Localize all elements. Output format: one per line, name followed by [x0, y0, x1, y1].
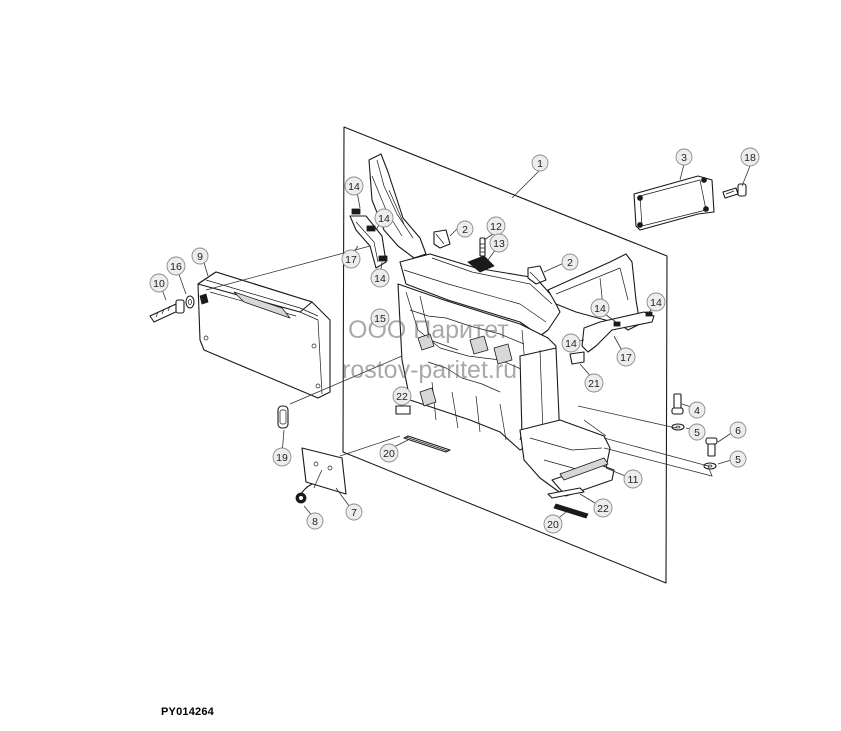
svg-text:5: 5 [694, 427, 700, 439]
part-22-tab-right [547, 487, 585, 499]
part-5-washer-upper [671, 423, 685, 431]
svg-text:13: 13 [493, 238, 505, 250]
part-22-tab-left [395, 405, 411, 415]
svg-text:14: 14 [565, 338, 577, 350]
svg-text:19: 19 [276, 452, 288, 464]
callout-5-upper[interactable]: 5 [688, 423, 706, 441]
part-3-plate [633, 175, 715, 231]
part-20-strip-left [403, 435, 451, 453]
svg-text:12: 12 [490, 221, 502, 233]
svg-text:8: 8 [312, 516, 318, 528]
part-10-bolt [149, 299, 185, 323]
svg-text:20: 20 [547, 519, 559, 531]
callout-1[interactable]: 1 [531, 154, 549, 172]
part-5-washer-lower [703, 462, 717, 470]
svg-text:9: 9 [197, 251, 203, 263]
svg-text:22: 22 [597, 503, 609, 515]
svg-text:7: 7 [351, 507, 357, 519]
callout-14-e[interactable]: 14 [646, 292, 666, 312]
svg-text:18: 18 [744, 152, 756, 164]
callout-6[interactable]: 6 [729, 421, 747, 439]
part-20-strip-right [553, 503, 589, 519]
svg-text:17: 17 [345, 254, 357, 266]
callout-13[interactable]: 13 [489, 233, 509, 253]
svg-text:14: 14 [374, 273, 386, 285]
svg-text:2: 2 [567, 257, 573, 269]
part-6-bolt [705, 437, 718, 457]
svg-text:14: 14 [378, 213, 390, 225]
callout-22-right[interactable]: 22 [593, 498, 613, 518]
svg-text:5: 5 [735, 454, 741, 466]
part-16-washer [185, 295, 195, 309]
svg-text:3: 3 [681, 152, 687, 164]
svg-text:16: 16 [170, 261, 182, 273]
callout-5-lower[interactable]: 5 [729, 450, 747, 468]
svg-text:15: 15 [374, 313, 386, 325]
callouts: 1 2 2 3 4 5 5 [149, 147, 760, 534]
callout-14-b[interactable]: 14 [374, 208, 394, 228]
svg-text:11: 11 [628, 474, 639, 486]
callout-20-right[interactable]: 20 [543, 514, 563, 534]
svg-text:10: 10 [153, 278, 165, 290]
callout-17-right[interactable]: 17 [616, 347, 636, 367]
svg-text:4: 4 [694, 405, 700, 417]
right-cover-bracket [547, 253, 655, 353]
callout-10[interactable]: 10 [149, 273, 169, 293]
part-7-plate [301, 447, 347, 495]
part-18-bolt [722, 183, 747, 199]
callout-16[interactable]: 16 [166, 256, 186, 276]
svg-text:14: 14 [348, 181, 360, 193]
part-13-clip [467, 255, 495, 273]
callout-19[interactable]: 19 [272, 447, 292, 467]
callout-22-left[interactable]: 22 [392, 386, 412, 406]
callout-20-left[interactable]: 20 [379, 443, 399, 463]
svg-text:20: 20 [383, 448, 395, 460]
callout-21[interactable]: 21 [584, 373, 604, 393]
part-21-clip [569, 351, 585, 365]
callout-14-c[interactable]: 14 [370, 268, 390, 288]
callout-4[interactable]: 4 [688, 401, 706, 419]
part-2-plug-left [433, 229, 451, 249]
part-2-plug-right [527, 265, 547, 285]
callout-14-d[interactable]: 14 [590, 298, 610, 318]
callout-7[interactable]: 7 [345, 503, 363, 521]
part-4-bolt [671, 393, 684, 415]
svg-text:14: 14 [650, 297, 662, 309]
figure-id-label: PY014264 [161, 706, 214, 718]
callout-17-left[interactable]: 17 [341, 249, 361, 269]
svg-text:21: 21 [588, 378, 600, 390]
svg-text:1: 1 [537, 158, 543, 170]
callout-14-f[interactable]: 14 [561, 333, 581, 353]
callout-2-right[interactable]: 2 [561, 253, 579, 271]
svg-text:2: 2 [462, 224, 468, 236]
callout-12[interactable]: 12 [486, 216, 506, 236]
svg-text:22: 22 [396, 391, 408, 403]
part-12-screw [479, 237, 486, 257]
part-9-module-housing [197, 271, 331, 399]
callout-9[interactable]: 9 [191, 247, 209, 265]
callout-18[interactable]: 18 [740, 147, 760, 167]
part-19-grommet [277, 405, 289, 429]
callout-14-a[interactable]: 14 [344, 176, 364, 196]
svg-text:14: 14 [594, 303, 606, 315]
svg-text:6: 6 [735, 425, 741, 437]
callout-2-left[interactable]: 2 [456, 220, 474, 238]
callout-15[interactable]: 15 [370, 308, 390, 328]
callout-3[interactable]: 3 [675, 148, 693, 166]
part-8-connector [295, 483, 313, 504]
watermark-line-2: rostov-paritet.ru [342, 356, 517, 384]
lower-floor-plate [519, 419, 615, 497]
svg-text:17: 17 [620, 352, 632, 364]
callout-8[interactable]: 8 [306, 512, 324, 530]
callout-11[interactable]: 11 [623, 469, 643, 489]
